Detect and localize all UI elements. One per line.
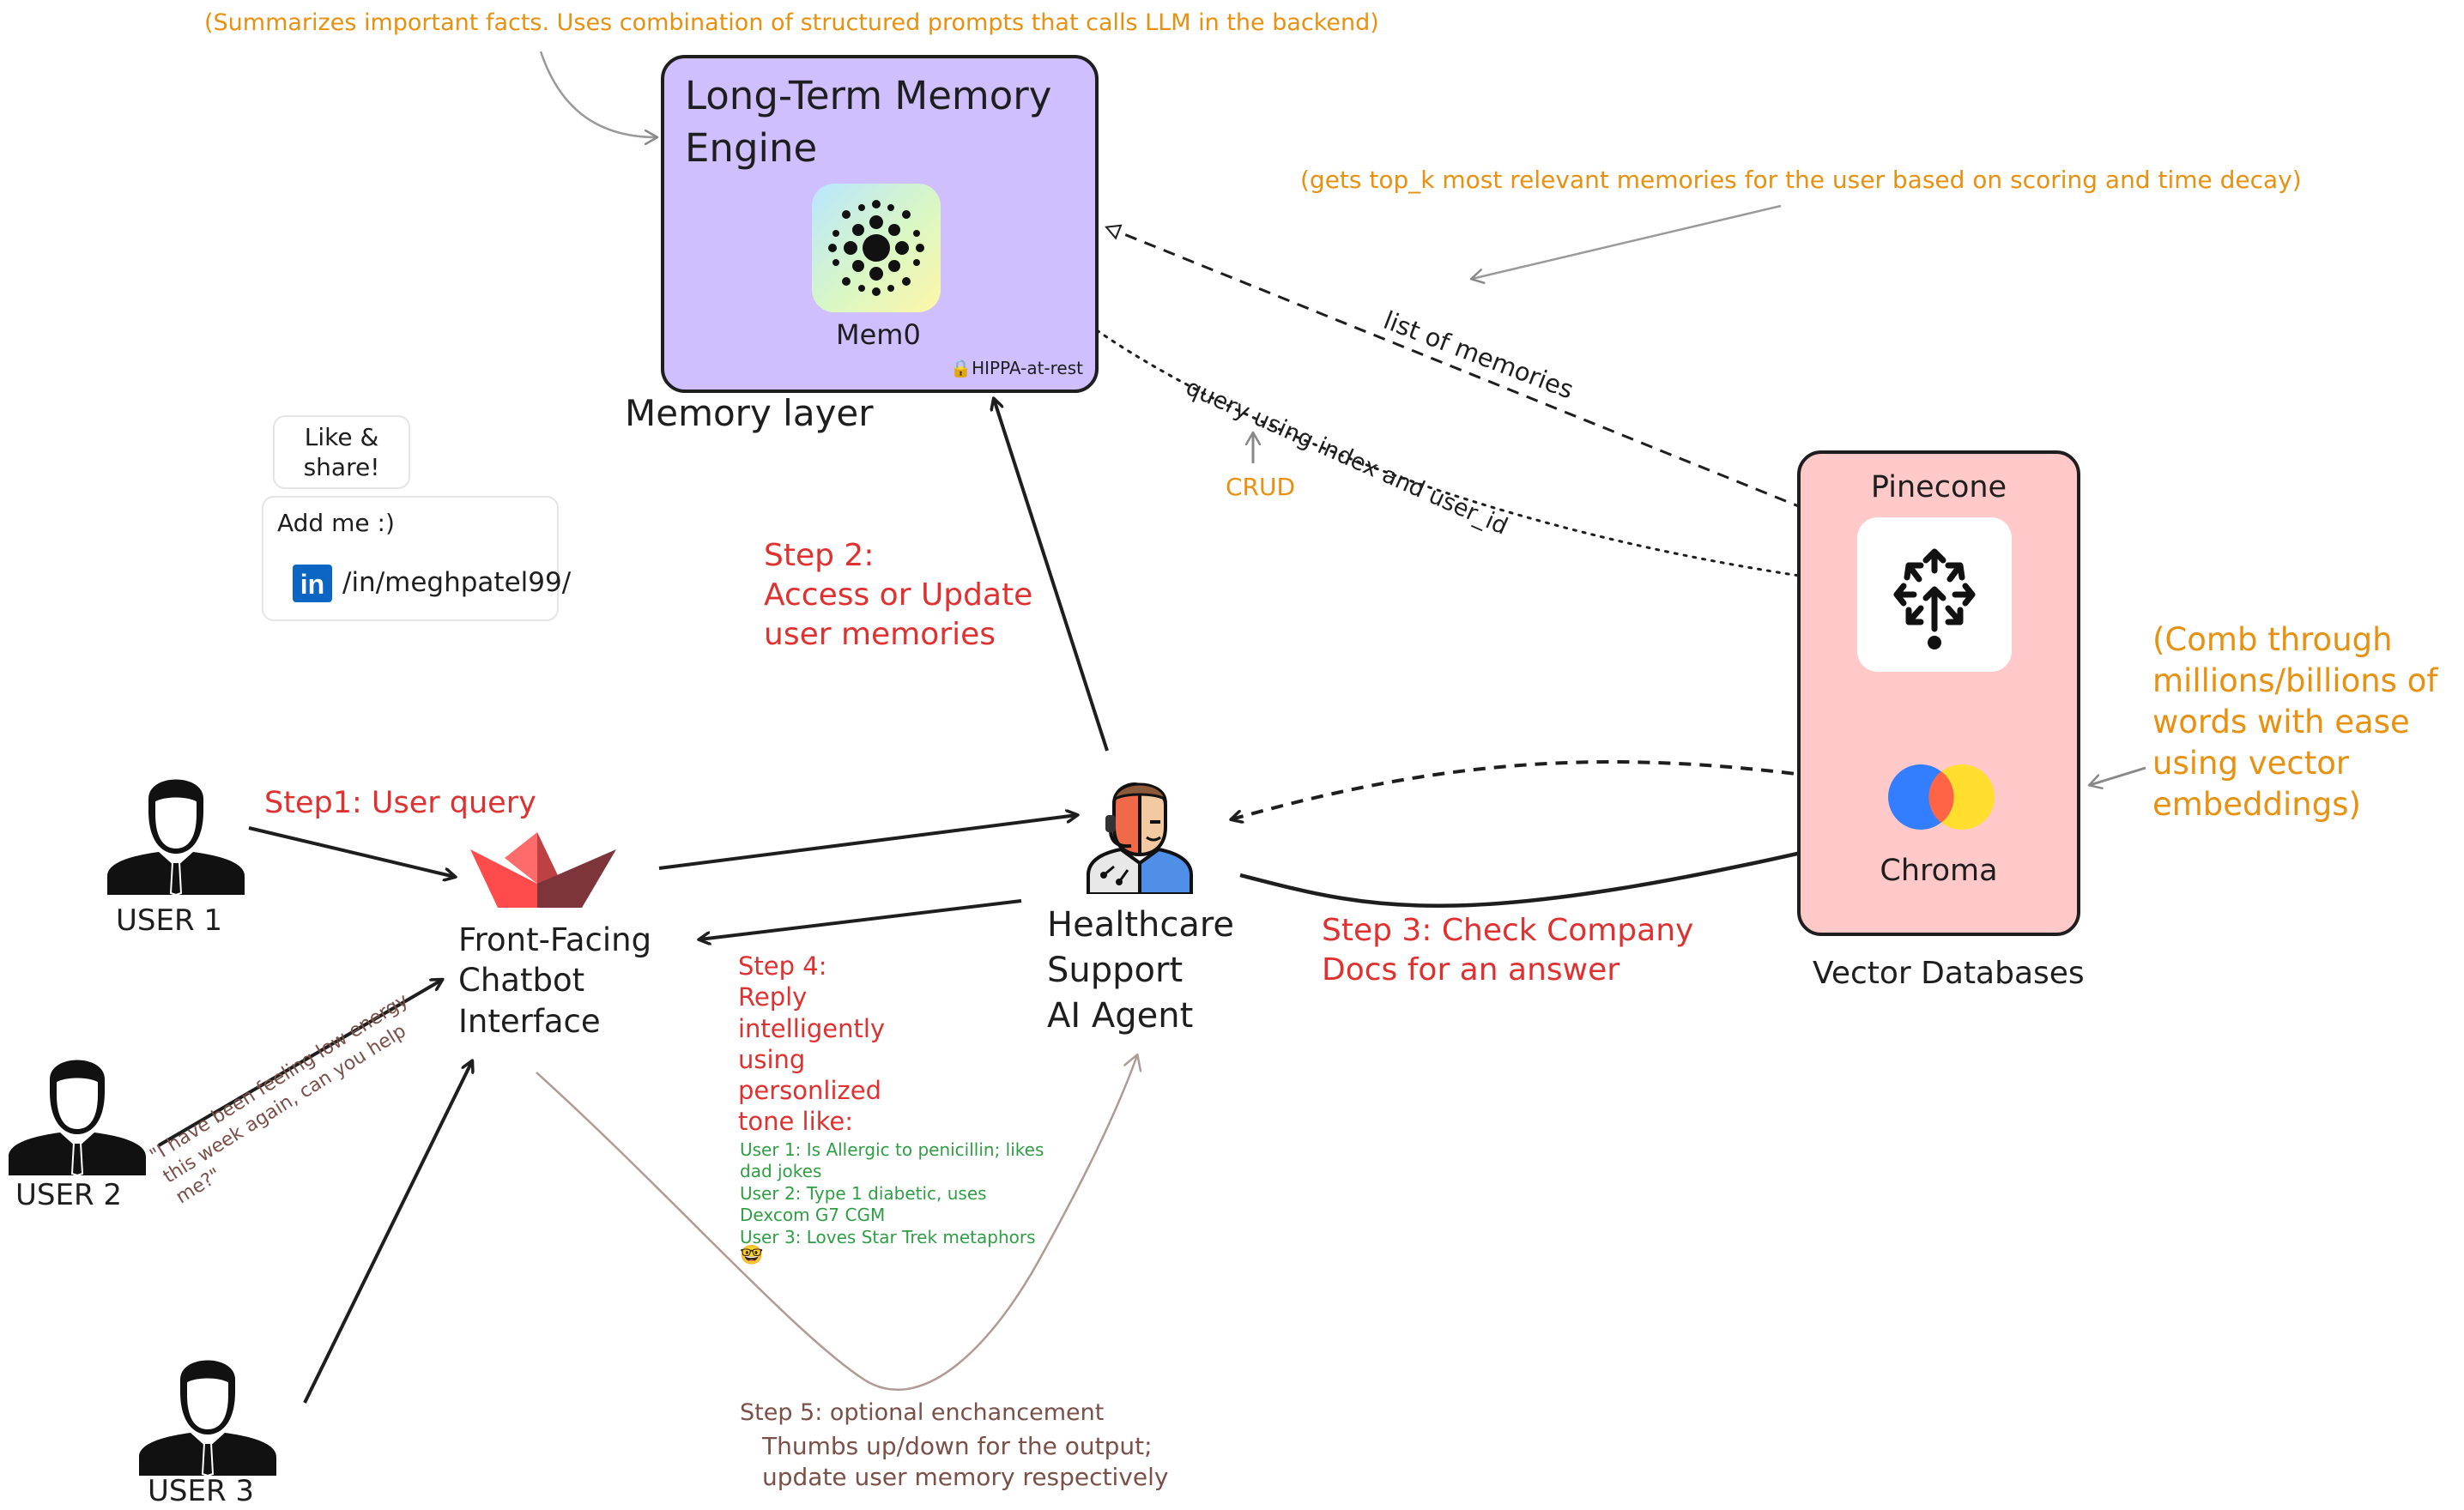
user-1-label: USER 1 [116,903,223,938]
like-share-card: Like & share! [273,415,410,489]
linkedin-glyph: in [300,569,325,600]
agent-to-chatbot-arrow [699,899,1022,939]
add-me-label: Add me :) [277,509,395,537]
user-3-label: USER 3 [148,1474,255,1508]
linkedin-handle[interactable]: /in/meghpatel99/ [342,567,572,598]
topk-connector [1472,204,1782,279]
user-1-avatar-icon [107,766,245,897]
add-me-card: Add me :) in /in/meghpatel99/ [262,496,571,621]
agent-label: Healthcare Support AI Agent [1047,905,1235,1036]
topk-note: (gets top_k most relevant memories for t… [1300,166,2302,194]
mem0-logo-icon [812,184,941,312]
comb-note: (Comb through millions/billions of words… [2152,621,2438,824]
list-of-memories-arrow [1105,224,1863,534]
step5-body: Thumbs up/down for the output; update us… [762,1432,1169,1492]
chroma-to-agent-arrow [1232,760,1876,819]
step3-arrow [1239,837,1871,908]
pinecone-logo-icon [1857,517,2012,672]
comb-connector [2090,766,2146,785]
memory-engine-title: Long-Term Memory Engine [685,73,1052,171]
chatbot-label: Front-Facing Chatbot Interface [458,921,652,1040]
crud-label: CRUD [1226,473,1296,501]
user-3-avatar-icon [139,1347,276,1477]
chroma-label: Chroma [1880,854,1998,888]
user1-arrow [248,826,455,877]
step2-label: Step 2: Access or Update user memories [764,538,1033,653]
ai-agent-icon [1080,774,1200,896]
step2-arrow [994,399,1109,752]
streamlit-logo-icon [470,832,616,908]
step4-label: Step 4: Reply intelligently using person… [738,951,886,1137]
step5-label: Step 5: optional enchancement [740,1399,1105,1426]
memory-engine-box: Long-Term Memory Engine Mem0 🔒HIPPA-at-r… [661,55,1099,393]
step4-examples: User 1: Is Allergic to penicillin; likes… [740,1139,1044,1247]
hippa-badge: 🔒HIPPA-at-rest [950,358,1083,378]
step1-label: Step1: User query [264,786,536,820]
memory-layer-label: Memory layer [625,392,874,434]
pinecone-label: Pinecone [1870,470,2007,504]
mem0-label: Mem0 [836,318,921,351]
step4-emoji: 🤓 [740,1245,764,1266]
summarizer-note: (Summarizes important facts. Uses combin… [204,9,1379,36]
user3-arrow [303,1061,472,1404]
user2-arrow [157,980,442,1147]
user-2-avatar-icon [9,1047,146,1177]
chatbot-to-agent-arrow [658,815,1077,870]
chroma-logo-icon [1886,763,1998,831]
step5-feedback-curve [536,1055,1137,1392]
summarizer-connector [539,51,657,137]
vector-db-label: Vector Databases [1813,956,2085,991]
query-arrow [1095,329,1857,590]
vector-db-box: Pinecone Chroma [1797,450,2080,936]
linkedin-icon: in [293,565,332,602]
user-2-label: USER 2 [15,1178,123,1212]
step3-label: Step 3: Check Company Docs for an answer [1322,913,1694,988]
